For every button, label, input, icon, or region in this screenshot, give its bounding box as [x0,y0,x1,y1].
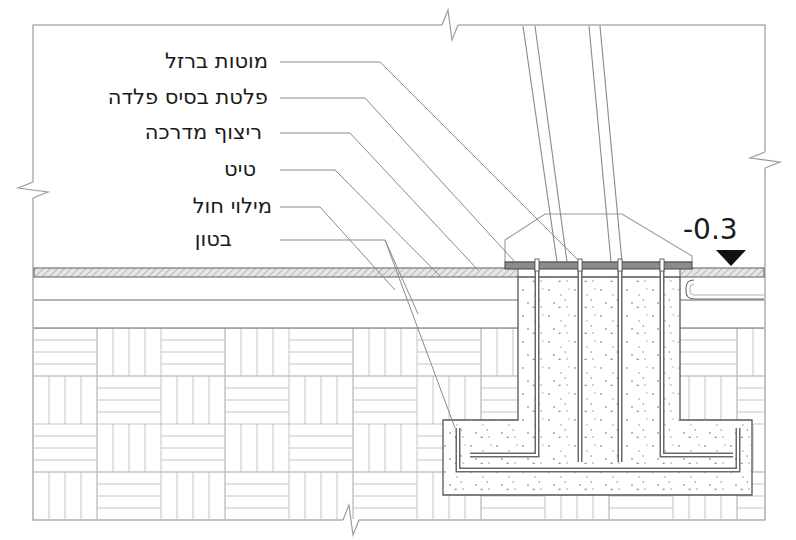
grout-haunch [505,214,692,262]
level-marker [716,250,746,266]
break-symbols [18,10,780,535]
base-plate [505,259,692,271]
callout-label: בטון [195,227,232,252]
drawing-frame [33,25,765,520]
callout-label: פלטת בסיס פלדה [108,85,268,110]
concrete-stipple [443,277,752,495]
callout-label: ריצוף מדרכה [145,120,262,145]
concrete-footing [443,277,752,495]
leader-lines [280,62,578,428]
callout-label: מוטות ברזל [165,49,268,74]
callout-label: טיט [224,157,256,182]
level-value: -0.3 [683,213,738,247]
steel-column [523,26,622,262]
callout-label: מילוי חול [193,194,272,219]
rebars [458,262,738,470]
